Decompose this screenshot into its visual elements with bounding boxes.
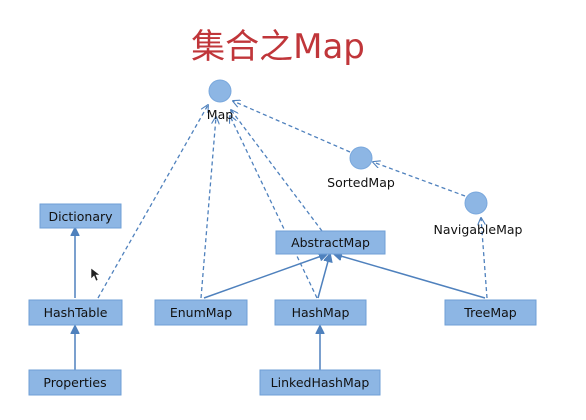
edge-hashmap-to-map [230,116,318,299]
node-sorted-map: SortedMap [327,146,395,190]
sortedmap-interface-icon [349,146,373,170]
node-label-tree-map: TreeMap [463,305,516,320]
mouse-cursor-icon [90,267,101,282]
edge-treemap-to-abstractmap [334,254,486,299]
treemap-box [444,299,537,326]
edge-sortedmap-to-map [233,101,351,153]
edges [75,101,488,370]
node-map: Map [207,79,233,122]
node-label-properties: Properties [43,375,106,390]
node-tree-map: TreeMap [444,299,537,326]
node-label-navigable-map: NavigableMap [434,222,523,237]
edge-enummap-to-abstractmap [203,254,327,299]
node-label-map: Map [207,107,233,122]
node-label-linked-hash-map: LinkedHashMap [271,375,370,390]
node-hash-map: HashMap [274,299,367,326]
abstractmap-box [275,230,386,255]
node-label-abstract-map: AbstractMap [291,235,370,250]
enummap-box [154,299,248,326]
hashmap-box [274,299,367,326]
edge-abstractmap-to-map [231,110,323,232]
dictionary-box [39,203,122,229]
edge-hashmap-to-abstractmap [317,254,330,299]
node-label-enum-map: EnumMap [170,305,232,320]
edge-treemap-to-navigablemap [481,218,488,299]
node-label-dictionary: Dictionary [48,209,113,224]
properties-box [28,369,122,396]
node-abstract-map: AbstractMap [275,230,386,255]
node-linked-hash-map: LinkedHashMap [259,369,381,396]
edge-hashtable-to-map [97,105,208,299]
node-label-hashtable: HashTable [44,305,108,320]
map-interface-icon [208,79,232,103]
node-label-sorted-map: SortedMap [327,175,395,190]
edge-navigablemap-to-sortedmap [373,162,466,197]
edge-enummap-to-map [200,117,216,299]
node-properties: Properties [28,369,122,396]
node-enum-map: EnumMap [154,299,248,326]
hashtable-box [28,299,123,326]
node-label-hash-map: HashMap [292,305,350,320]
node-navigable-map: NavigableMap [434,191,523,237]
navigablemap-interface-icon [464,191,488,215]
node-dictionary: Dictionary [39,203,122,229]
diagram-title: 集合之Map [191,27,365,67]
node-hashtable: HashTable [28,299,123,326]
linkedhashmap-box [259,369,381,396]
